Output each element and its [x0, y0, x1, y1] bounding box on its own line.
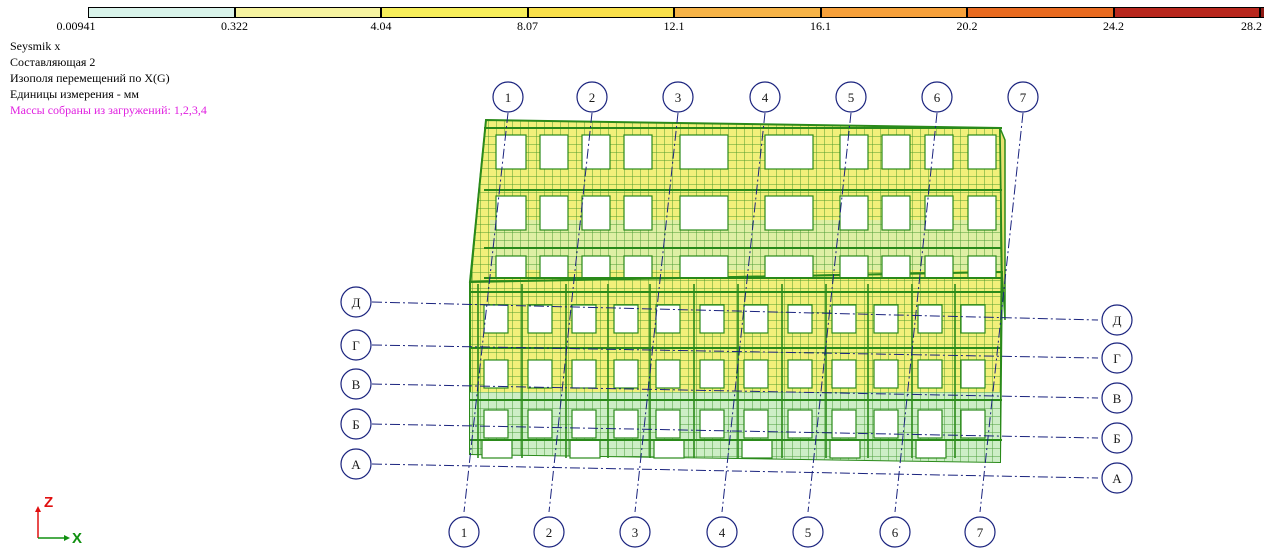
axis-marker-label: В — [1113, 391, 1122, 406]
color-scale-bar — [88, 7, 1264, 19]
color-scale-tick-label: 8.07 — [517, 19, 538, 33]
color-scale-segment — [967, 7, 1114, 18]
axis-marker-right-5[interactable]: А — [1101, 462, 1133, 494]
axis-marker-label: 3 — [675, 90, 682, 105]
building-mesh — [468, 118, 1006, 464]
z-axis-label: Z — [44, 494, 53, 511]
axis-marker-bottom-5[interactable]: 5 — [792, 516, 824, 548]
result-info-panel: Seysmik x Составляющая 2 Изополя перемещ… — [10, 38, 207, 118]
axis-marker-label: 5 — [805, 525, 812, 540]
axis-marker-bottom-1[interactable]: 1 — [448, 516, 480, 548]
axis-marker-top-3[interactable]: 3 — [662, 81, 694, 113]
color-scale-tick-label: 16.1 — [810, 19, 831, 33]
axis-marker-right-4[interactable]: Б — [1101, 422, 1133, 454]
color-scale-segment — [1260, 7, 1264, 18]
axis-marker-bottom-3[interactable]: 3 — [619, 516, 651, 548]
axis-marker-right-3[interactable]: В — [1101, 382, 1133, 414]
color-scale-tick-label: 24.2 — [1103, 19, 1124, 33]
axis-marker-left-3[interactable]: В — [340, 368, 372, 400]
axis-marker-label: Б — [352, 417, 359, 432]
axis-marker-label: 6 — [934, 90, 941, 105]
axis-marker-label: 2 — [589, 90, 596, 105]
axis-marker-label: 5 — [848, 90, 855, 105]
x-axis-label: X — [72, 530, 82, 547]
color-scale-segment — [381, 7, 528, 18]
isofield-label: Изополя перемещений по X(G) — [10, 71, 170, 85]
units-label: Единицы измерения - мм — [10, 87, 139, 101]
component-label: Составляющая 2 — [10, 55, 96, 69]
axis-marker-label: А — [351, 457, 361, 472]
axis-marker-top-1[interactable]: 1 — [492, 81, 524, 113]
axis-marker-label: А — [1112, 471, 1122, 486]
color-scale-segment — [527, 7, 674, 18]
axis-marker-top-2[interactable]: 2 — [576, 81, 608, 113]
color-scale-tick-label: 4.04 — [370, 19, 392, 33]
axis-marker-label: Г — [352, 338, 360, 353]
axes-indicator: Z X — [35, 494, 82, 547]
color-scale-tick-label: 0.00941 — [56, 19, 96, 33]
axis-marker-top-6[interactable]: 6 — [921, 81, 953, 113]
axis-marker-label: 4 — [719, 525, 726, 540]
axis-marker-left-2[interactable]: Г — [340, 329, 372, 361]
color-scale-tick-label: 20.2 — [956, 19, 978, 33]
color-scale-tick-label: 12.1 — [663, 19, 685, 33]
axis-marker-bottom-2[interactable]: 2 — [533, 516, 565, 548]
axis-marker-label: 7 — [1020, 90, 1027, 105]
axis-marker-label: Д — [1113, 313, 1122, 328]
axis-marker-top-5[interactable]: 5 — [835, 81, 867, 113]
axis-marker-label: 1 — [461, 525, 468, 540]
axis-marker-left-5[interactable]: А — [340, 448, 372, 480]
axis-marker-left-4[interactable]: Б — [340, 408, 372, 440]
axis-marker-label: 3 — [632, 525, 639, 540]
color-scale-segment — [820, 7, 967, 18]
axis-marker-label: Д — [352, 295, 361, 310]
load-case-label: Seysmik x — [10, 39, 61, 53]
axis-marker-label: 2 — [546, 525, 553, 540]
axis-marker-label: Б — [1113, 431, 1120, 446]
color-scale-segment — [674, 7, 821, 18]
axis-marker-top-4[interactable]: 4 — [749, 81, 781, 113]
axis-marker-label: 7 — [977, 525, 984, 540]
axis-marker-left-1[interactable]: Д — [340, 286, 372, 318]
axis-marker-label: Г — [1113, 351, 1121, 366]
axis-marker-label: 4 — [762, 90, 769, 105]
axis-marker-right-1[interactable]: Д — [1101, 304, 1133, 336]
axis-marker-label: 1 — [505, 90, 512, 105]
color-scale-segment — [88, 7, 235, 18]
axis-marker-label: 6 — [892, 525, 899, 540]
color-scale-tick-label: 0.322 — [221, 19, 248, 33]
color-scale-tick-label: 28.2 — [1241, 19, 1262, 33]
axis-marker-top-7[interactable]: 7 — [1007, 81, 1039, 113]
color-scale-segment — [234, 7, 381, 18]
axis-marker-bottom-7[interactable]: 7 — [964, 516, 996, 548]
color-scale-segment — [1113, 7, 1260, 18]
axis-marker-bottom-6[interactable]: 6 — [879, 516, 911, 548]
axis-marker-right-2[interactable]: Г — [1101, 342, 1133, 374]
axis-marker-label: В — [352, 377, 361, 392]
axis-grid-lines — [371, 112, 1099, 513]
axis-marker-bottom-4[interactable]: 4 — [706, 516, 738, 548]
masses-label: Массы собраны из загружений: 1,2,3,4 — [10, 103, 207, 117]
